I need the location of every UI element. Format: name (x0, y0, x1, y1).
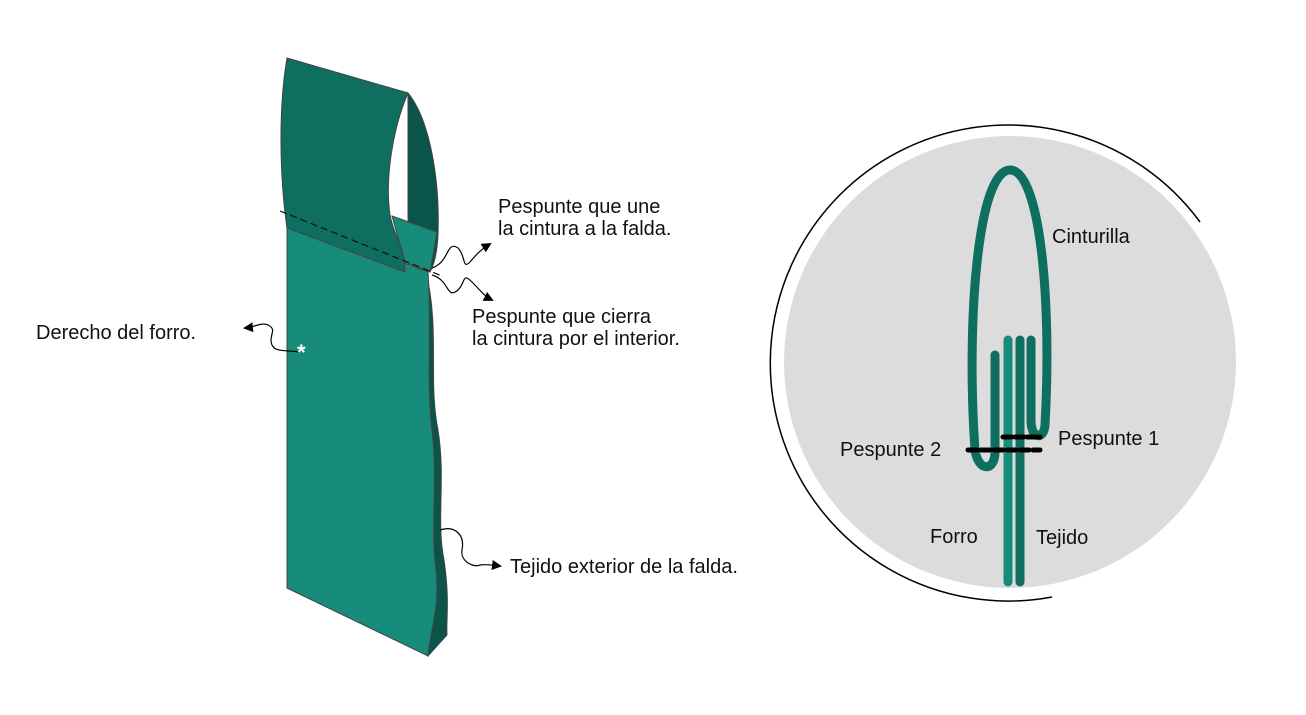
waistband-label: Cinturilla (1052, 226, 1130, 248)
stitch-close-label: Pespunte que cierra la cintura por el in… (472, 306, 680, 350)
cross-section-detail (769, 124, 1236, 602)
stitch-1-label: Pespunte 1 (1058, 428, 1160, 450)
stitch-2-label: Pespunte 2 (840, 439, 942, 461)
label-line: Pespunte que cierra (472, 306, 652, 328)
waistband-front (280, 57, 409, 273)
label-line: la cintura por el interior. (472, 328, 680, 350)
stitch-line (279, 210, 443, 277)
fabric-label: Tejido (1036, 527, 1089, 549)
lining-right-side-label: Derecho del forro. (36, 322, 197, 344)
asterisk-mark: * (297, 340, 306, 365)
lining-panel (286, 217, 438, 657)
skirt-illustration (279, 57, 448, 658)
annotation-pointers (243, 242, 502, 570)
lining-label: Forro (930, 526, 978, 548)
stitch-join-label: Pespunte que une la cintura a la falda. (498, 196, 671, 240)
outer-fabric-label: Tejido exterior de la falda. (510, 556, 738, 578)
label-line: Pespunte que une (498, 196, 661, 218)
label-line: la cintura a la falda. (498, 218, 672, 240)
